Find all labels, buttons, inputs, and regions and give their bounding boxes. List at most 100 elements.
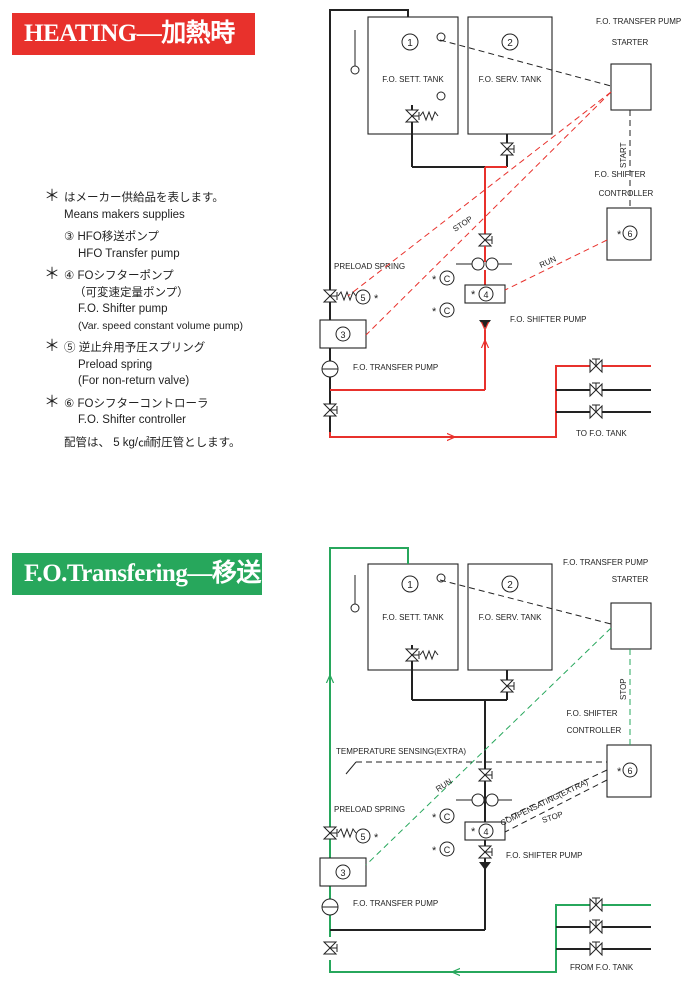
note-text: ⑥ FOシフターコントローラ — [64, 397, 209, 410]
run-label: RUN — [538, 254, 558, 270]
asterisk-icon: * — [471, 289, 476, 301]
tank-valve-icon — [589, 404, 603, 419]
note-text: 配管は、 5 kg/㎠耐圧管とします。 — [64, 436, 241, 449]
preload-spring-label: PRELOAD SPRING — [334, 805, 405, 814]
asterisk-icon: * — [617, 229, 622, 241]
strainer-icon — [471, 793, 485, 807]
transfer-banner: F.O.Transfering—移送時 — [12, 553, 262, 625]
note-text: Preload spring — [78, 358, 153, 371]
shifter-outlet-valve-icon — [478, 845, 493, 859]
c-sensor-label: C — [444, 306, 451, 316]
spring-icon — [337, 828, 357, 838]
starter-label: STARTER — [612, 38, 649, 47]
asterisk-icon: * — [374, 293, 379, 305]
shifter-controller-box — [606, 207, 652, 261]
shifter-pump-label: F.O. SHIFTER PUMP — [510, 315, 586, 324]
transfer-pump-box — [319, 857, 367, 887]
transfer-pump-number: 3 — [340, 330, 345, 340]
transfer-pump-top-label: F.O. TRANSFER PUMP — [596, 17, 681, 26]
asterisk-icon: * — [471, 826, 476, 838]
level-switch-icon — [436, 32, 446, 42]
fo-serv-tank — [467, 16, 553, 135]
legend-notes: ＊はメーカー供給品を表します。Means makers supplies ③ H… — [44, 188, 314, 452]
run-label: RUN — [434, 777, 454, 794]
transfer-pump-box — [319, 319, 367, 349]
check-valve-icon — [479, 320, 491, 328]
note-text: ④ FOシフターポンプ — [64, 270, 174, 282]
asterisk-icon: ＊ — [44, 188, 61, 205]
preload-check-valve-icon — [323, 289, 338, 303]
controller-number-circle — [622, 225, 638, 241]
tank1-number-circle — [401, 33, 419, 51]
transfer-pump-label: F.O. TRANSFER PUMP — [353, 899, 438, 908]
tank2-number: 2 — [507, 38, 513, 49]
asterisk-icon: * — [374, 832, 379, 844]
note-makers-supplies: ＊はメーカー供給品を表します。 Means makers supplies — [44, 188, 314, 223]
note-text: (Var. speed constant volume pump) — [78, 319, 243, 332]
tank1-label: F.O. SETT. TANK — [382, 75, 444, 84]
to-tank-label: TO F.O. TANK — [576, 429, 627, 438]
preload-number: 5 — [360, 293, 365, 303]
temperature-label: TEMPERATURE SENSING(EXTRA) — [336, 747, 466, 756]
level-switch-icon — [436, 573, 446, 583]
tank2-label: F.O. SERV. TANK — [479, 613, 543, 622]
c-sensor-label: C — [444, 274, 451, 284]
starter-box — [610, 63, 652, 111]
controller-label-2: CONTROLLER — [567, 726, 622, 735]
shifter-inlet-valve-icon — [478, 233, 493, 247]
heating-diagram: 1 2 F.O. SETT. TANK F.O. SERV. TANK F.O.… — [319, 9, 681, 438]
controller-label-1: F.O. SHIFTER — [566, 709, 617, 718]
shifter-inlet-valve-icon — [478, 768, 493, 782]
shifter-pump-label: F.O. SHIFTER PUMP — [506, 851, 582, 860]
strainer-icon — [471, 257, 485, 271]
asterisk-icon: * — [432, 306, 437, 318]
tank2-number: 2 — [507, 580, 513, 591]
spring-icon — [337, 291, 357, 301]
tank-valve-icon — [589, 382, 603, 397]
controller-number: 6 — [627, 229, 632, 239]
controller-label-2: CONTROLLER — [599, 189, 654, 198]
asterisk-icon: ＊ — [44, 266, 61, 283]
asterisk-icon: ＊ — [44, 393, 61, 411]
c-sensor-label: C — [444, 845, 451, 855]
note-text: はメーカー供給品を表します。 — [64, 192, 224, 204]
stop-vertical-label: STOP — [619, 678, 628, 700]
preload-check-valve-icon — [323, 826, 338, 840]
tank1-number: 1 — [407, 580, 413, 591]
note-text: ⑤ 逆止弁用予圧スプリング — [64, 342, 206, 354]
starter-label: STARTER — [612, 575, 649, 584]
tank-valve-icon — [589, 358, 603, 373]
tank2-valve-icon — [500, 679, 515, 693]
asterisk-icon: * — [432, 274, 437, 286]
heating-banner: HEATING—加熱時 — [12, 13, 255, 55]
shifter-pump-number: 4 — [483, 827, 488, 837]
transfer-pump-label: F.O. TRANSFER PUMP — [353, 363, 438, 372]
strainer-icon — [485, 793, 499, 807]
asterisk-icon: * — [432, 812, 437, 824]
shifter-pump-number: 4 — [483, 290, 488, 300]
note-shifter-pump: ＊④ FOシフターポンプ（可変速定量ポンプ）F.O. Shifter pump(… — [44, 266, 314, 334]
preload-number: 5 — [360, 832, 365, 842]
preload-spring-label: PRELOAD SPRING — [334, 262, 405, 271]
controller-label-1: F.O. SHIFTER — [594, 170, 645, 179]
note-text: ③ HFO移送ポンプ — [64, 231, 159, 243]
note-text: (For non-return valve) — [78, 375, 190, 387]
start-label: START — [619, 142, 628, 168]
tank2-number-circle — [501, 33, 519, 51]
transfer-pump-top-label: F.O. TRANSFER PUMP — [563, 558, 648, 567]
controller-number: 6 — [627, 766, 632, 776]
tank-valve-icon — [589, 941, 603, 956]
note-text: F.O. Shifter pump — [78, 303, 168, 315]
transfer-diagram: 1 2 F.O. SETT. TANK F.O. SERV. TANK F.O.… — [319, 547, 652, 972]
note-footer: 配管は、 5 kg/㎠耐圧管とします。 — [44, 435, 314, 452]
shifter-controller-box — [606, 744, 652, 798]
transfer-valve-icon — [323, 403, 338, 417]
tank2-label: F.O. SERV. TANK — [479, 75, 543, 84]
note-text: HFO Transfer pump — [78, 247, 180, 260]
shifter-pump-box — [464, 284, 506, 304]
strainer-icon — [485, 257, 499, 271]
note-text: Means makers supplies — [64, 208, 185, 221]
